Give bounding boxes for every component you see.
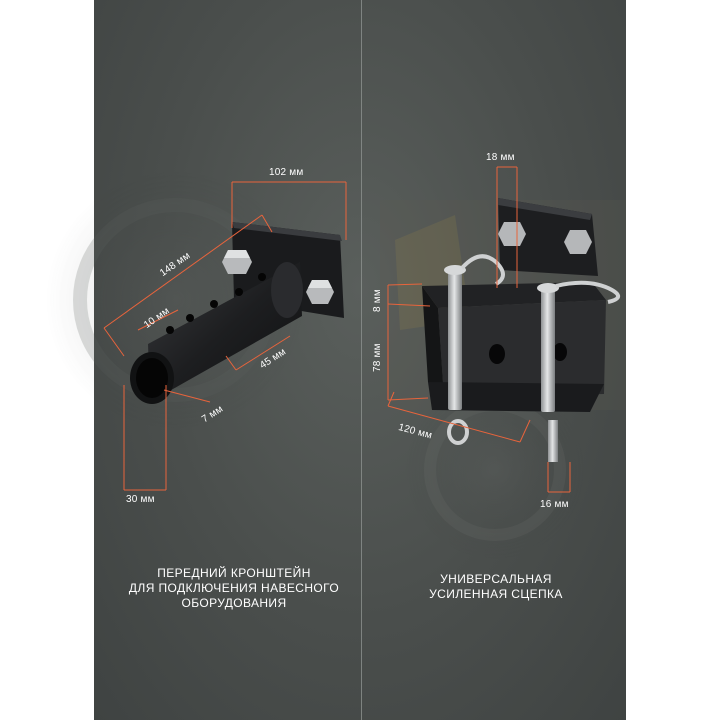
left-caption: ПЕРЕДНИЙ КРОНШТЕЙН ДЛЯ ПОДКЛЮЧЕНИЯ НАВЕС… — [118, 566, 350, 611]
bolt-head-right — [306, 280, 334, 304]
dim-plate-thickness: 8 мм — [372, 289, 383, 312]
universal-hitch-image — [422, 198, 620, 462]
dim-pin-diameter: 16 мм — [540, 499, 569, 510]
dim-tube-diameter: 30 мм — [126, 494, 155, 505]
panel-divider — [361, 0, 362, 720]
right-caption: УНИВЕРСАЛЬНАЯ УСИЛЕННАЯ СЦЕПКА — [404, 572, 588, 602]
left-caption-line-1: ПЕРЕДНИЙ КРОНШТЕЙН — [157, 566, 311, 580]
dim-top-width: 18 мм — [486, 152, 515, 163]
dim-height: 78 мм — [372, 343, 383, 372]
front-bracket-image — [130, 222, 344, 404]
hitch-bolt-right — [564, 230, 592, 254]
right-caption-line-2: УСИЛЕННАЯ СЦЕПКА — [429, 587, 563, 601]
left-caption-line-3: ОБОРУДОВАНИЯ — [181, 596, 287, 610]
bolt-head-left — [222, 250, 252, 274]
left-caption-line-2: ДЛЯ ПОДКЛЮЧЕНИЯ НАВЕСНОГО — [128, 581, 340, 595]
dim-plate-width: 102 мм — [269, 167, 304, 178]
left-dimension-lines — [103, 181, 347, 491]
right-caption-line-1: УНИВЕРСАЛЬНАЯ — [440, 572, 552, 586]
hitch-bolt-left — [498, 222, 526, 246]
right-dimension-lines — [387, 166, 571, 493]
